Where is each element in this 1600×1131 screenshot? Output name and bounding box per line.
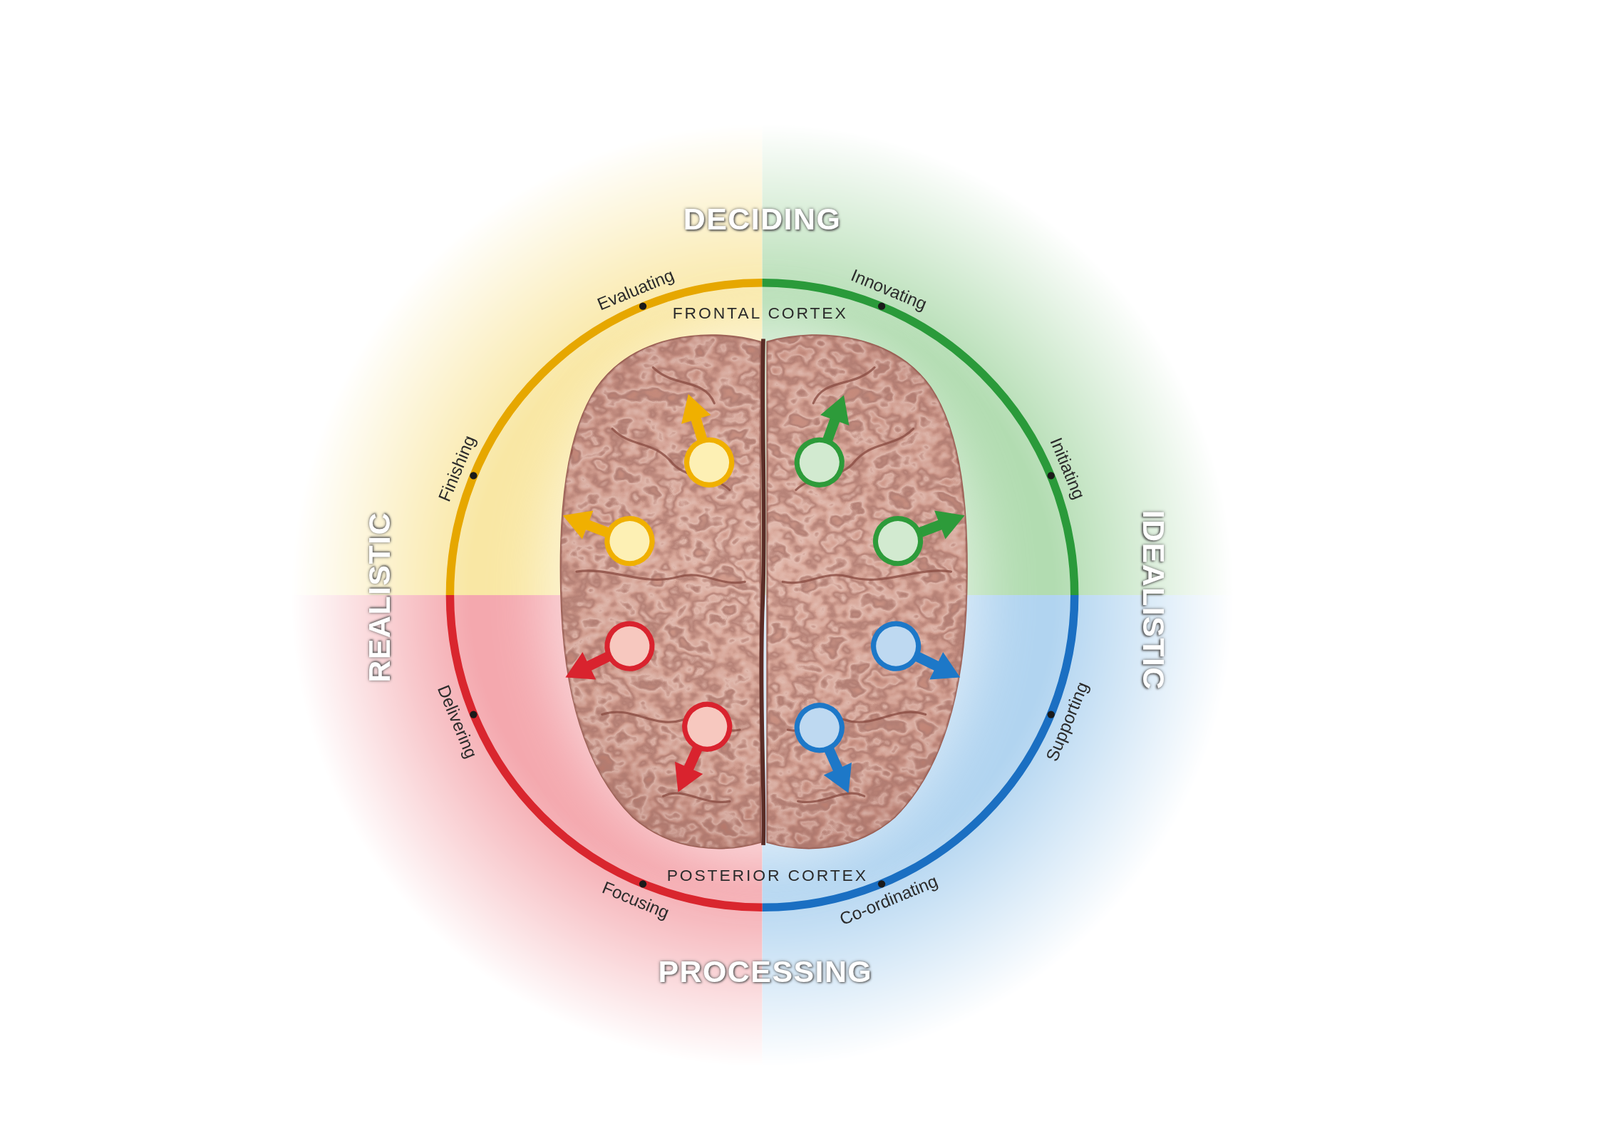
arrow-head bbox=[664, 761, 703, 799]
arrow-circle bbox=[789, 698, 849, 758]
blue-arrow bbox=[865, 616, 970, 698]
sulcus bbox=[782, 570, 951, 583]
arrow-head bbox=[673, 389, 711, 425]
ring-dot bbox=[1047, 471, 1055, 479]
arrow-circle bbox=[868, 511, 927, 570]
brain-glow bbox=[543, 316, 983, 868]
ring-dots bbox=[469, 302, 1055, 889]
ring-dot bbox=[639, 880, 647, 888]
arrow-head bbox=[934, 501, 970, 539]
arrow-head bbox=[929, 652, 967, 692]
arrow-circle bbox=[865, 616, 926, 677]
arrow-circle bbox=[790, 433, 849, 492]
sulcus bbox=[798, 793, 865, 802]
red-arrow bbox=[555, 616, 660, 698]
ring-dot bbox=[639, 302, 647, 311]
cortex-label: POSTERIOR CORTEX bbox=[667, 867, 869, 884]
arrow-markers bbox=[555, 387, 973, 803]
sulcus bbox=[663, 793, 730, 802]
yellow-arrow bbox=[555, 494, 660, 571]
red-arrow bbox=[657, 697, 737, 802]
green-arrow bbox=[868, 494, 973, 571]
arrow-circle bbox=[677, 697, 737, 757]
gyri-texture bbox=[550, 321, 980, 863]
arrow-head bbox=[823, 762, 863, 799]
section-heading: REALISTIC bbox=[364, 511, 395, 683]
arrow-circle bbox=[681, 434, 738, 491]
sulcus bbox=[576, 570, 745, 583]
sulcus bbox=[652, 367, 715, 404]
section-heading: DECIDING bbox=[683, 203, 841, 235]
section-heading: PROCESSING bbox=[657, 956, 873, 988]
arrow-head bbox=[558, 652, 596, 692]
arrow-head bbox=[557, 501, 593, 539]
green-arrow bbox=[790, 387, 865, 492]
brain-illustration bbox=[550, 321, 980, 863]
yellow-arrow bbox=[667, 387, 738, 491]
ring-dot bbox=[1047, 710, 1055, 718]
arrow-head bbox=[820, 389, 859, 426]
brain-texture bbox=[550, 321, 980, 863]
cortex-label: FRONTAL CORTEX bbox=[672, 305, 849, 322]
longitudinal-fissure bbox=[761, 339, 765, 846]
arrow-circle bbox=[600, 511, 659, 570]
ring-dot bbox=[878, 880, 886, 888]
blue-arrow bbox=[789, 698, 869, 803]
arrow-circle bbox=[599, 616, 660, 677]
gyri-highlight bbox=[550, 321, 980, 863]
ring-dot bbox=[469, 710, 477, 718]
ring-dot bbox=[469, 471, 477, 479]
section-heading: IDEALISTIC bbox=[1137, 510, 1169, 691]
quadrant-background bbox=[285, 122, 1239, 1068]
ring-dot bbox=[878, 302, 886, 311]
